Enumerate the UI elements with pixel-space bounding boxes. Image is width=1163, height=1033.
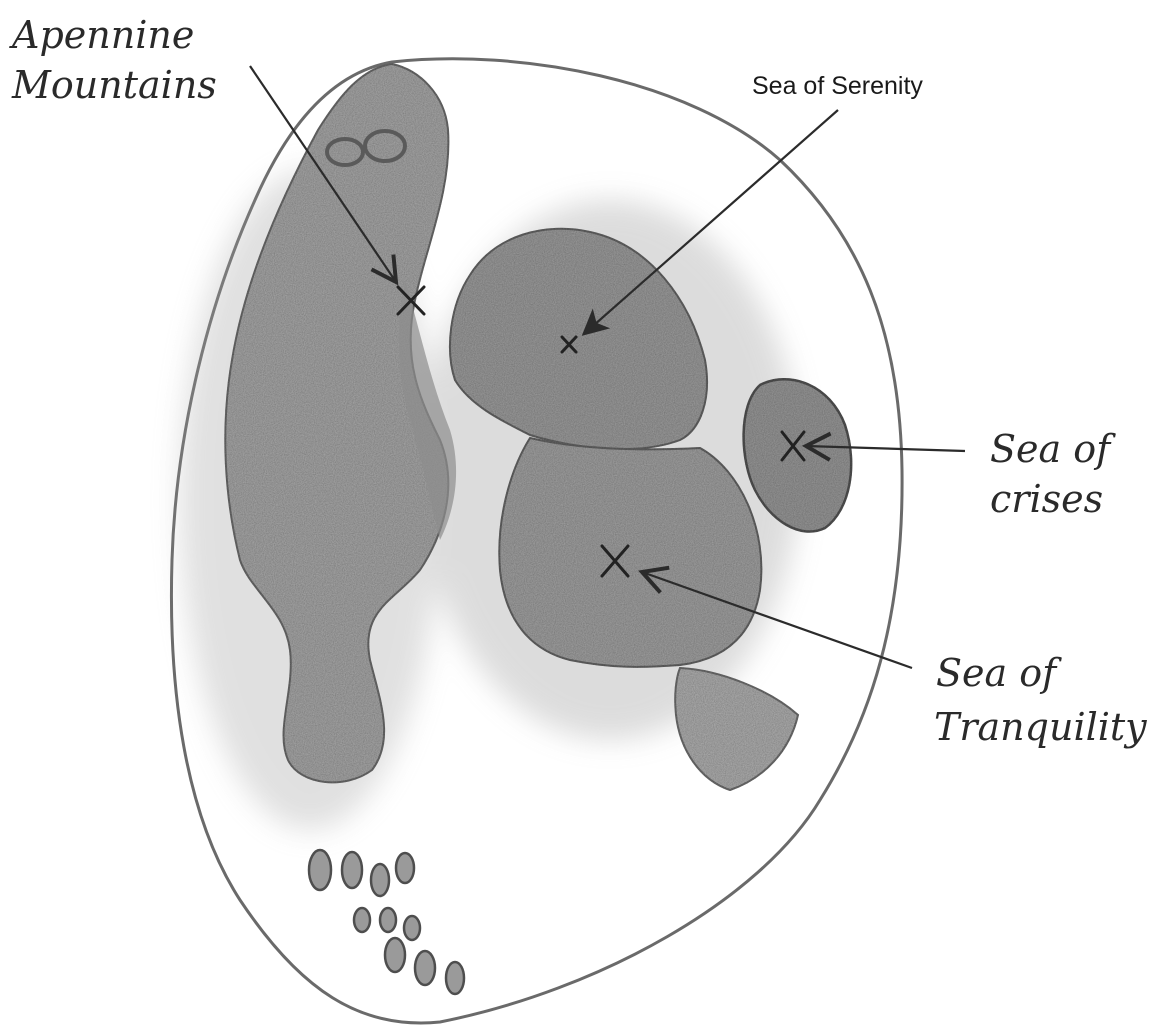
label-tranquility-line2: Tranquility (934, 705, 1147, 749)
label-apennine-line1: Apennine (9, 13, 194, 57)
label-crises-line1: Sea of (990, 427, 1116, 471)
label-sea-of-serenity: Sea of Serenity (752, 72, 923, 100)
label-tranquility-line1: Sea of (936, 651, 1062, 695)
label-crises-line2: crises (990, 477, 1103, 521)
label-apennine-line2: Mountains (11, 63, 217, 107)
sea-of-tranquility-shape (499, 438, 761, 667)
